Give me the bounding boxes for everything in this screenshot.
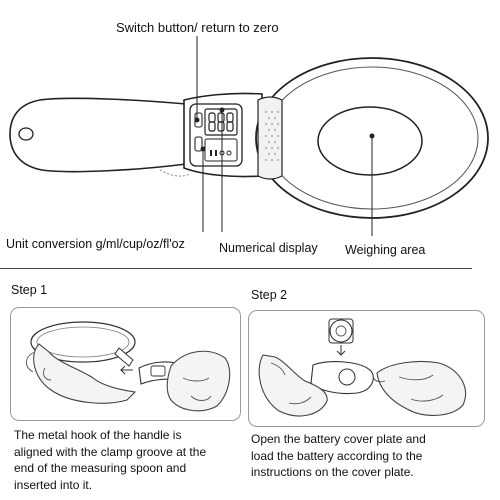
step-2-caption: Open the battery cover plate and load th… bbox=[251, 431, 491, 481]
numerical-display-label: Numerical display bbox=[219, 241, 318, 255]
step-1-caption-line: end of the measuring spoon and bbox=[14, 461, 187, 475]
step-1-caption-line: The metal hook of the handle is bbox=[14, 428, 182, 442]
step-2-caption-line: instructions on the cover plate. bbox=[251, 465, 414, 479]
step-2-caption-line: Open the battery cover plate and bbox=[251, 432, 426, 446]
unit-button bbox=[194, 136, 203, 152]
weighing-area-oval bbox=[317, 106, 423, 176]
section-divider bbox=[0, 268, 472, 269]
step-2-photo bbox=[248, 310, 485, 427]
unit-indicator-strip bbox=[204, 138, 238, 162]
step-2-title: Step 2 bbox=[251, 288, 288, 302]
spoon-scale-diagram bbox=[9, 36, 489, 236]
unit-conversion-label: Unit conversion g/ml/cup/oz/fl'oz bbox=[6, 237, 185, 251]
spoon-handle bbox=[9, 97, 187, 173]
step-1-photo bbox=[10, 307, 241, 421]
neck-texture bbox=[264, 110, 280, 162]
weighing-area-label: Weighing area bbox=[345, 243, 426, 257]
lcd-digits bbox=[208, 112, 234, 132]
hanging-hole bbox=[18, 127, 34, 141]
hook-outline bbox=[159, 169, 191, 177]
step-1-caption: The metal hook of the handle is aligned … bbox=[14, 427, 254, 493]
step-1-caption-line: inserted into it. bbox=[14, 477, 93, 492]
bowl-neck bbox=[257, 96, 283, 180]
step-1-caption-line: aligned with the clamp groove at the bbox=[14, 444, 207, 459]
leader-lines bbox=[194, 36, 375, 236]
step-2-caption-line: load the battery according to the bbox=[251, 448, 423, 463]
switch-button-label: Switch button/ return to zero bbox=[116, 20, 279, 35]
step-1-title: Step 1 bbox=[11, 283, 48, 297]
step-1-illustration bbox=[26, 321, 231, 412]
step-2-illustration bbox=[258, 318, 466, 417]
